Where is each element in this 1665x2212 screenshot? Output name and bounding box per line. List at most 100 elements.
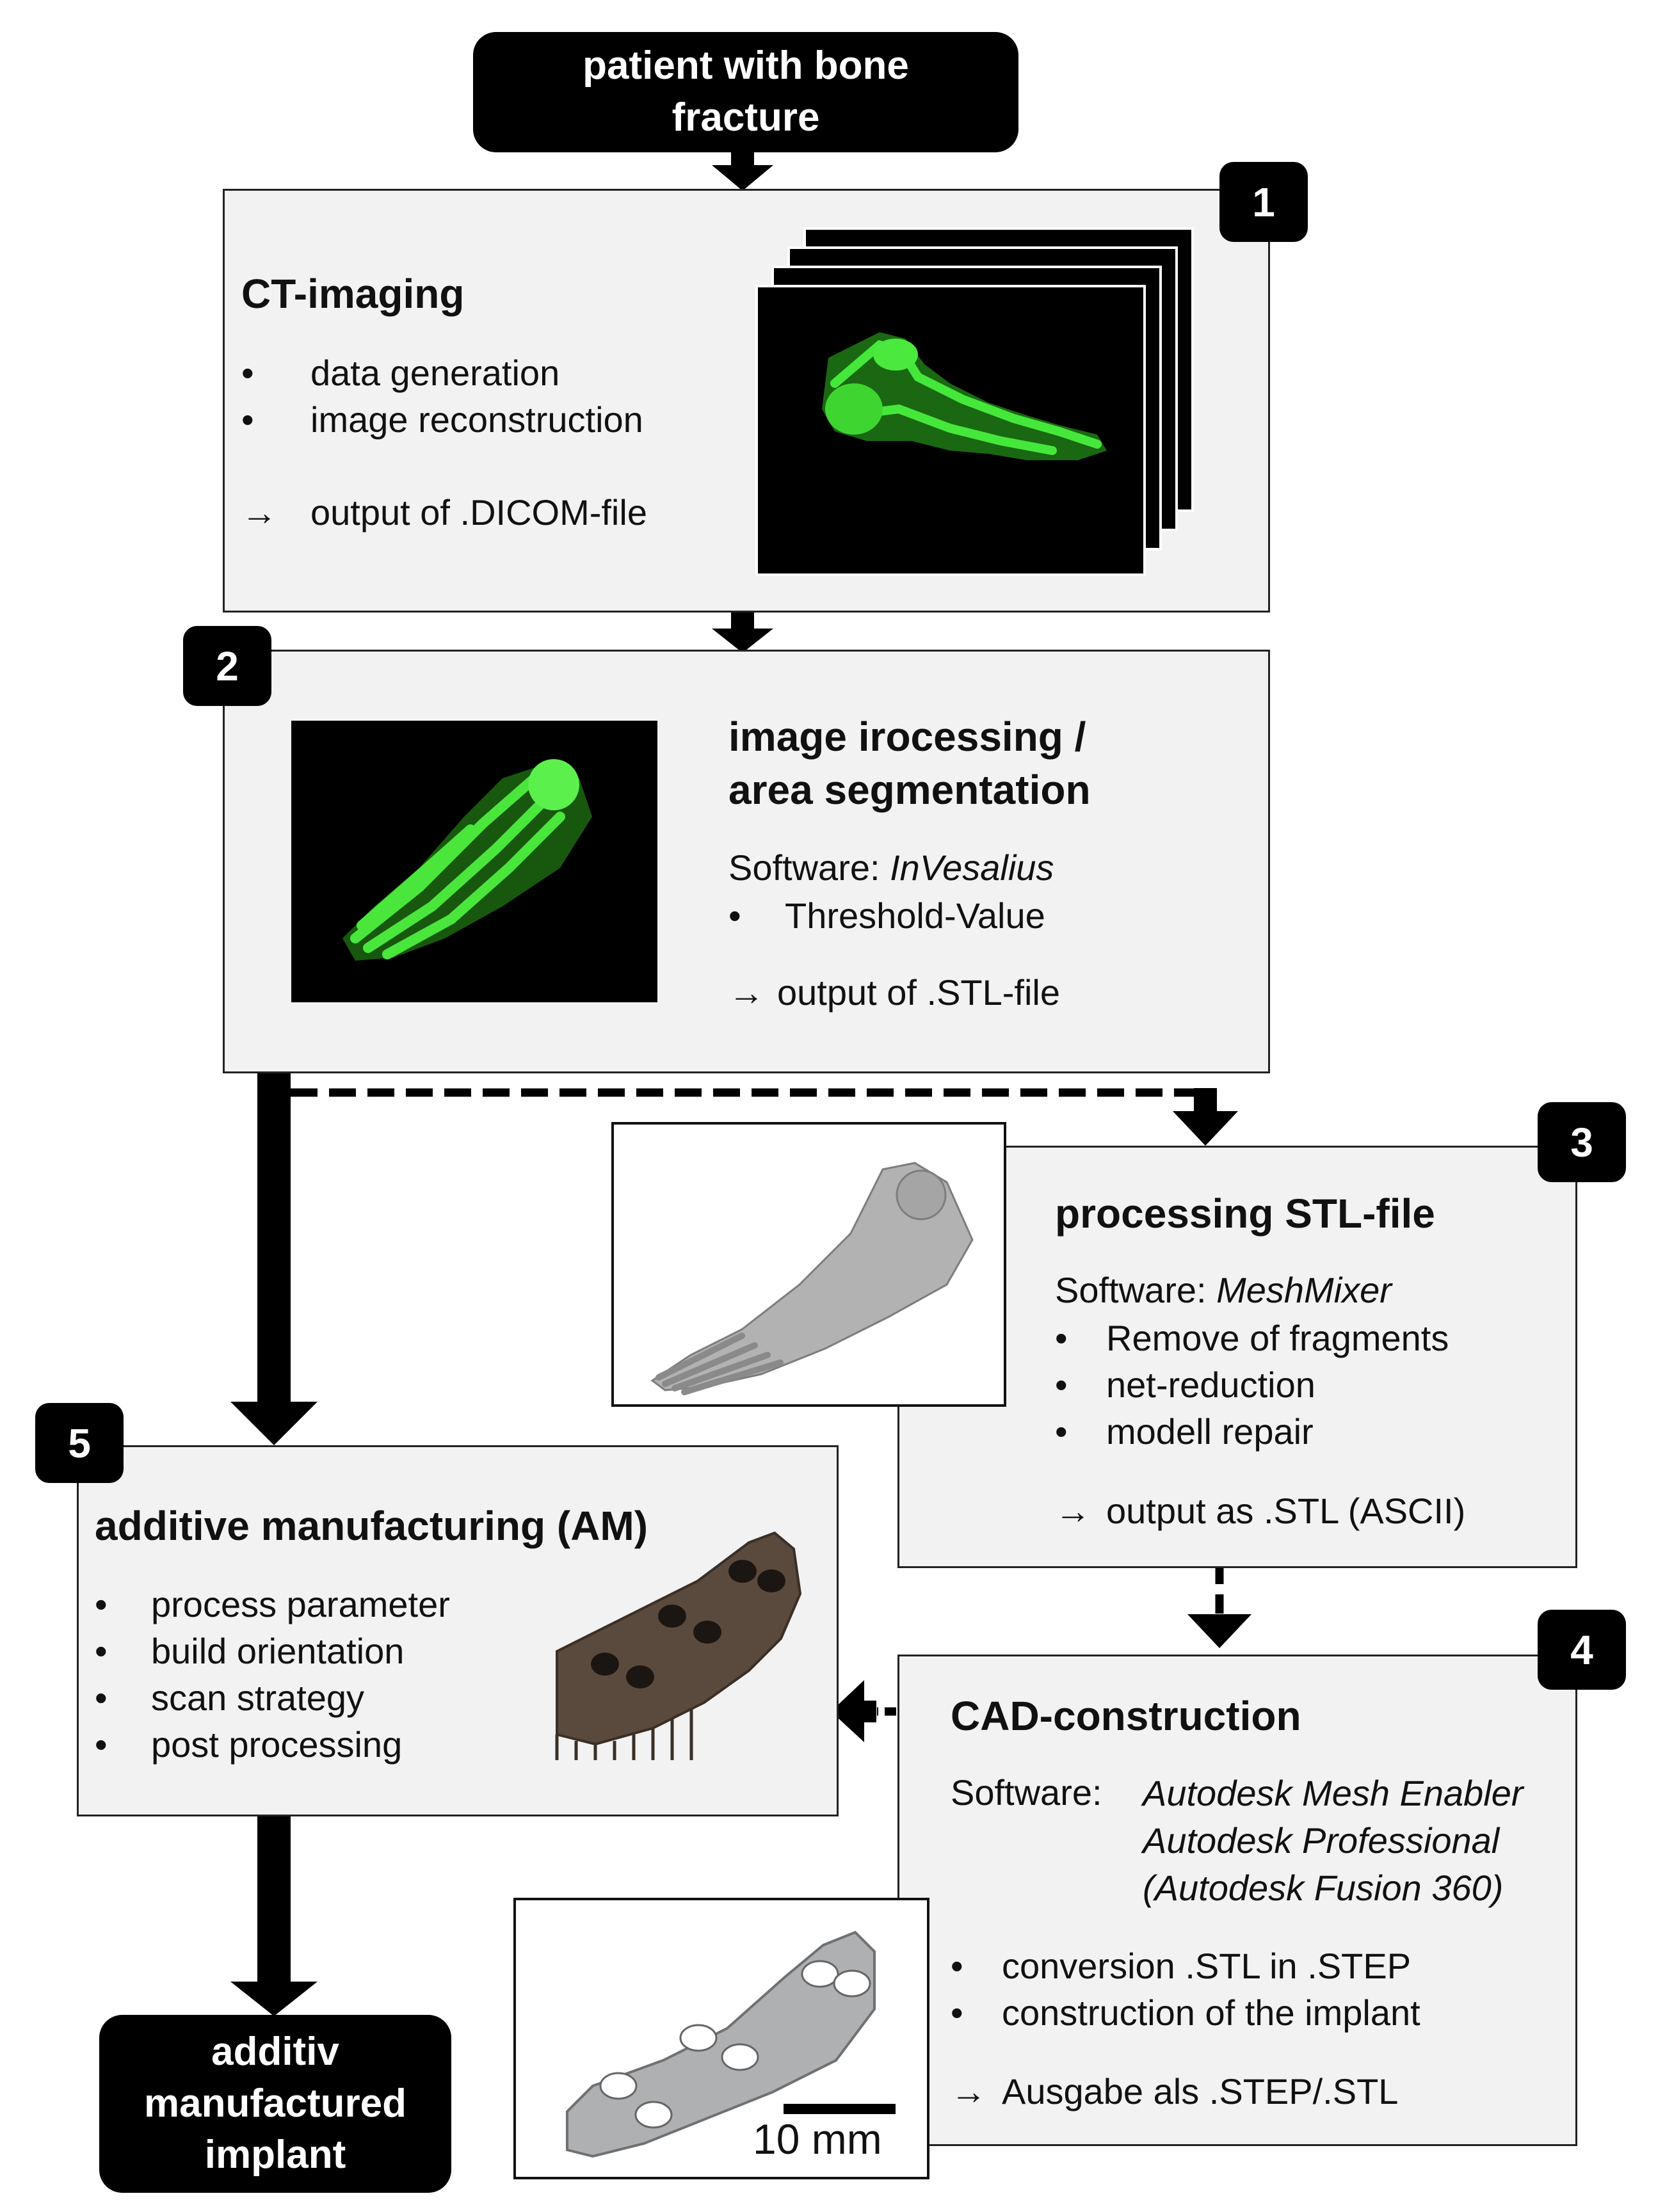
- implant-hole: [679, 2024, 718, 2052]
- step4-bullet-text: conversion .STL in .STEP: [1002, 1946, 1412, 1986]
- ct-talus: [873, 339, 918, 371]
- step5-bullet-item: • post processing: [95, 1721, 402, 1768]
- step1-output-text: output of .DICOM-file: [310, 492, 647, 533]
- arrow-5-to-end-shaft: [257, 1815, 291, 1984]
- end-node-line3: implant: [204, 2133, 346, 2177]
- arrow-3-to-4-head: [1187, 1614, 1251, 1648]
- step4-title: CAD-construction: [951, 1693, 1301, 1739]
- bullet-symbol: •: [95, 1631, 108, 1671]
- step5-bullet-list: • process parameter • build orientation • s…: [95, 1581, 450, 1768]
- step5-bullet-text: build orientation: [151, 1631, 405, 1671]
- step3-software-label: Software:: [1055, 1270, 1217, 1310]
- step1-bullet-text: data generation: [310, 353, 560, 393]
- segmented-foot-image: [342, 759, 592, 961]
- step3-bullet-item: • net-reduction: [1055, 1361, 1315, 1408]
- step1-bullet-text: image reconstruction: [310, 399, 643, 440]
- step3-bullet-item: •Remove of fragments: [1055, 1315, 1449, 1361]
- step4-software-label: Software:: [951, 1772, 1102, 1813]
- start-node-line1: patient with bone: [583, 44, 909, 88]
- bullet-symbol: •: [95, 1724, 108, 1765]
- step5-bullet-item: • process parameter: [95, 1581, 450, 1628]
- step4-cad-box: [897, 1655, 1577, 2146]
- step5-bullet-item: • build orientation: [95, 1628, 404, 1674]
- step3-stl-processing-box: [897, 1146, 1577, 1568]
- implant-hole: [599, 2072, 638, 2100]
- bullet-symbol: •: [951, 1946, 963, 1986]
- arrow-5-to-end-head: [230, 1982, 318, 2016]
- arrow-2-to-3-head: [1173, 1111, 1238, 1146]
- step2-output: → output of .STL-file: [728, 970, 1060, 1016]
- arrow-1-to-2-head: [712, 629, 773, 653]
- step5-bullet-text: scan strategy: [151, 1678, 365, 1718]
- arrow-2-to-5-head: [230, 1402, 318, 1445]
- step4-software-name: (Autodesk Fusion 360): [1143, 1868, 1504, 1908]
- step2-output-text: output of .STL-file: [777, 972, 1061, 1013]
- implant-hole: [801, 1960, 839, 1988]
- step4-software-names: Autodesk Mesh Enabler Autodesk Professio…: [1143, 1770, 1524, 1912]
- step4-output: →Ausgabe als .STEP/.STL: [951, 2069, 1398, 2115]
- arrow-2-to-5-shaft: [257, 1072, 291, 1405]
- step5-bullet-text: process parameter: [151, 1584, 450, 1624]
- right-arrow-icon: →: [1055, 1491, 1091, 1531]
- step1-title: CT-imaging: [241, 271, 465, 317]
- step2-software-label: Software:: [728, 847, 890, 888]
- step2-bullet-text: Threshold-Value: [785, 895, 1045, 936]
- step1-output: → output of .DICOM-file: [241, 490, 647, 536]
- am-hole: [658, 1605, 686, 1628]
- step5-bullet-item: • scan strategy: [95, 1674, 364, 1721]
- arrow-start-to-1-head: [712, 165, 773, 191]
- step4-software-name: Autodesk Mesh Enabler: [1143, 1773, 1524, 1813]
- step1-badge: 1: [1219, 162, 1308, 242]
- step4-bullet-text: construction of the implant: [1002, 1992, 1420, 2033]
- bullet-symbol: •: [241, 353, 254, 393]
- step2-title-line2: area segmentation: [728, 767, 1091, 813]
- step3-bullet-item: • modell repair: [1055, 1408, 1314, 1455]
- step3-badge: 3: [1538, 1102, 1626, 1182]
- step3-output: → output as .STL (ASCII): [1055, 1488, 1465, 1535]
- am-hole: [728, 1560, 757, 1583]
- seg-heel: [528, 759, 579, 810]
- am-implant-body: [556, 1531, 802, 1746]
- step3-bullet-list: •Remove of fragments • net-reduction • mod…: [1055, 1315, 1449, 1455]
- start-node-line2: fracture: [672, 95, 820, 140]
- step3-software: Software: MeshMixer: [1055, 1267, 1392, 1314]
- bullet-symbol: •: [95, 1584, 108, 1624]
- step2-software-name: InVesalius: [890, 847, 1054, 888]
- step1-bullet-list: •data generation •image reconstruction: [241, 349, 643, 443]
- step2-bullet-list: •Threshold-Value: [728, 892, 1045, 939]
- step5-bullet-text: post processing: [151, 1724, 403, 1765]
- end-node-line2: manufactured: [144, 2081, 406, 2126]
- step3-bullet-text: net-reduction: [1106, 1365, 1315, 1405]
- right-arrow-icon: →: [951, 2071, 986, 2112]
- step2-title: image irocessing / area segmentation: [728, 710, 1091, 817]
- step4-bullet-item: • construction of the implant: [951, 1989, 1420, 2036]
- am-support-lattice: [555, 1709, 693, 1760]
- bullet-symbol: •: [1055, 1365, 1068, 1405]
- step3-output-text: output as .STL (ASCII): [1106, 1491, 1466, 1531]
- mesh-heel: [896, 1169, 947, 1221]
- scale-bar: [784, 2104, 896, 2114]
- implant-cad-image: 10 mm: [513, 1898, 929, 2179]
- implant-hole: [634, 2101, 673, 2129]
- am-hole: [591, 1653, 619, 1676]
- ct-foot-image: [822, 332, 1107, 460]
- am-printed-implant-image: [555, 1531, 802, 1760]
- right-arrow-icon: →: [241, 492, 277, 533]
- start-node-patient: patient with bone fracture: [473, 32, 1018, 152]
- arrow-2-to-3-shaft: [1194, 1088, 1217, 1114]
- bullet-symbol: •: [95, 1678, 108, 1718]
- step2-badge: 2: [183, 626, 271, 706]
- right-arrow-icon: →: [728, 972, 764, 1013]
- implant-hole: [721, 2043, 759, 2071]
- step5-title: additive manufacturing (AM): [95, 1503, 648, 1549]
- bullet-symbol: •: [1055, 1411, 1068, 1452]
- step3-bullet-text: modell repair: [1106, 1411, 1314, 1452]
- bullet-symbol: •: [951, 1992, 963, 2033]
- step2-title-line1: image irocessing /: [728, 714, 1086, 760]
- step4-software-name: Autodesk Professional: [1143, 1820, 1500, 1861]
- ct-slice-front: [755, 285, 1146, 576]
- stl-mesh-image: [611, 1122, 1006, 1407]
- step3-title: processing STL-file: [1055, 1190, 1435, 1237]
- ct-heel: [825, 383, 883, 435]
